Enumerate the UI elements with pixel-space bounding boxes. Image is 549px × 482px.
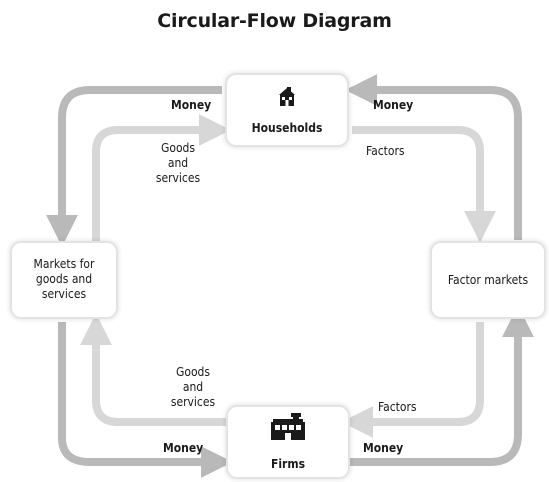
factor-market-label: Factor markets — [447, 273, 529, 287]
label-goods-to-households-line-2: and — [167, 156, 189, 170]
label-goods-firms-line-1: Goods — [175, 365, 211, 379]
households-label: Households — [251, 121, 323, 135]
label-money-goods-market-to-firms: Money — [163, 441, 204, 455]
label-goods-firms-line-2: and — [182, 380, 204, 394]
households-node: Households — [227, 75, 347, 145]
arrow-money-households-to-goods-market — [46, 86, 222, 247]
factory-icon — [271, 413, 305, 440]
factor-market-node: Factor markets — [432, 243, 544, 317]
label-goods-to-households: Goods and services — [140, 141, 216, 186]
arrow-households-to-factor-market — [352, 126, 496, 243]
goods-market-label-line-2: goods and — [35, 272, 93, 286]
arrow-money-goods-market-to-firms — [58, 322, 233, 478]
label-money-households-to-goods: Money — [171, 98, 212, 112]
goods-market-label-line-1: Markets for — [33, 257, 95, 271]
arrow-money-factor-market-to-households — [345, 74, 522, 240]
firms-node: Firms — [228, 407, 348, 477]
goods-market-label-line-3: services — [41, 287, 87, 301]
label-money-factor-to-households: Money — [373, 98, 414, 112]
diagram-title: Circular-Flow Diagram — [157, 10, 392, 32]
label-goods-firms-to-goods-market: Goods and services — [155, 365, 231, 410]
arrow-firms-to-goods-market — [80, 313, 228, 426]
goods-market-node: Markets for goods and services — [12, 243, 116, 317]
arrow-factor-market-to-firms — [341, 322, 484, 438]
label-factors-factor-to-firms: Factors — [378, 400, 417, 414]
arrow-money-firms-to-factor-market — [350, 305, 534, 466]
label-goods-to-households-line-1: Goods — [160, 141, 196, 155]
label-money-firms-to-factor: Money — [363, 441, 404, 455]
label-goods-firms-line-3: services — [170, 395, 216, 409]
arrow-goods-market-to-households — [92, 114, 231, 242]
firms-label: Firms — [270, 457, 306, 471]
label-factors-households-to-factor: Factors — [366, 144, 405, 158]
house-icon — [279, 87, 295, 106]
label-goods-to-households-line-3: services — [155, 171, 201, 185]
